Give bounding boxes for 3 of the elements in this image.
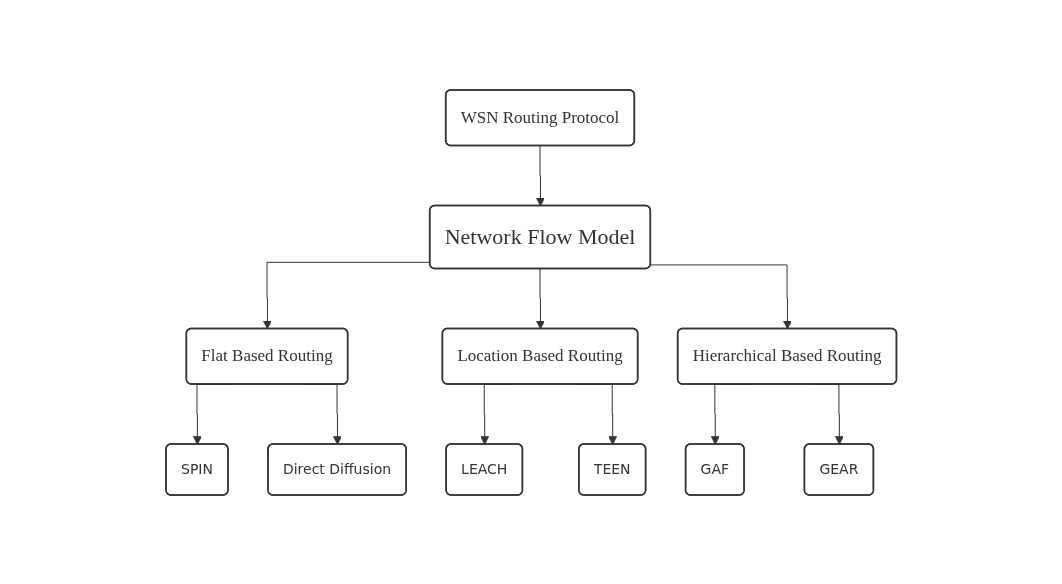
arrow [535,268,545,329]
arrow [650,263,792,329]
arrow [535,145,545,206]
